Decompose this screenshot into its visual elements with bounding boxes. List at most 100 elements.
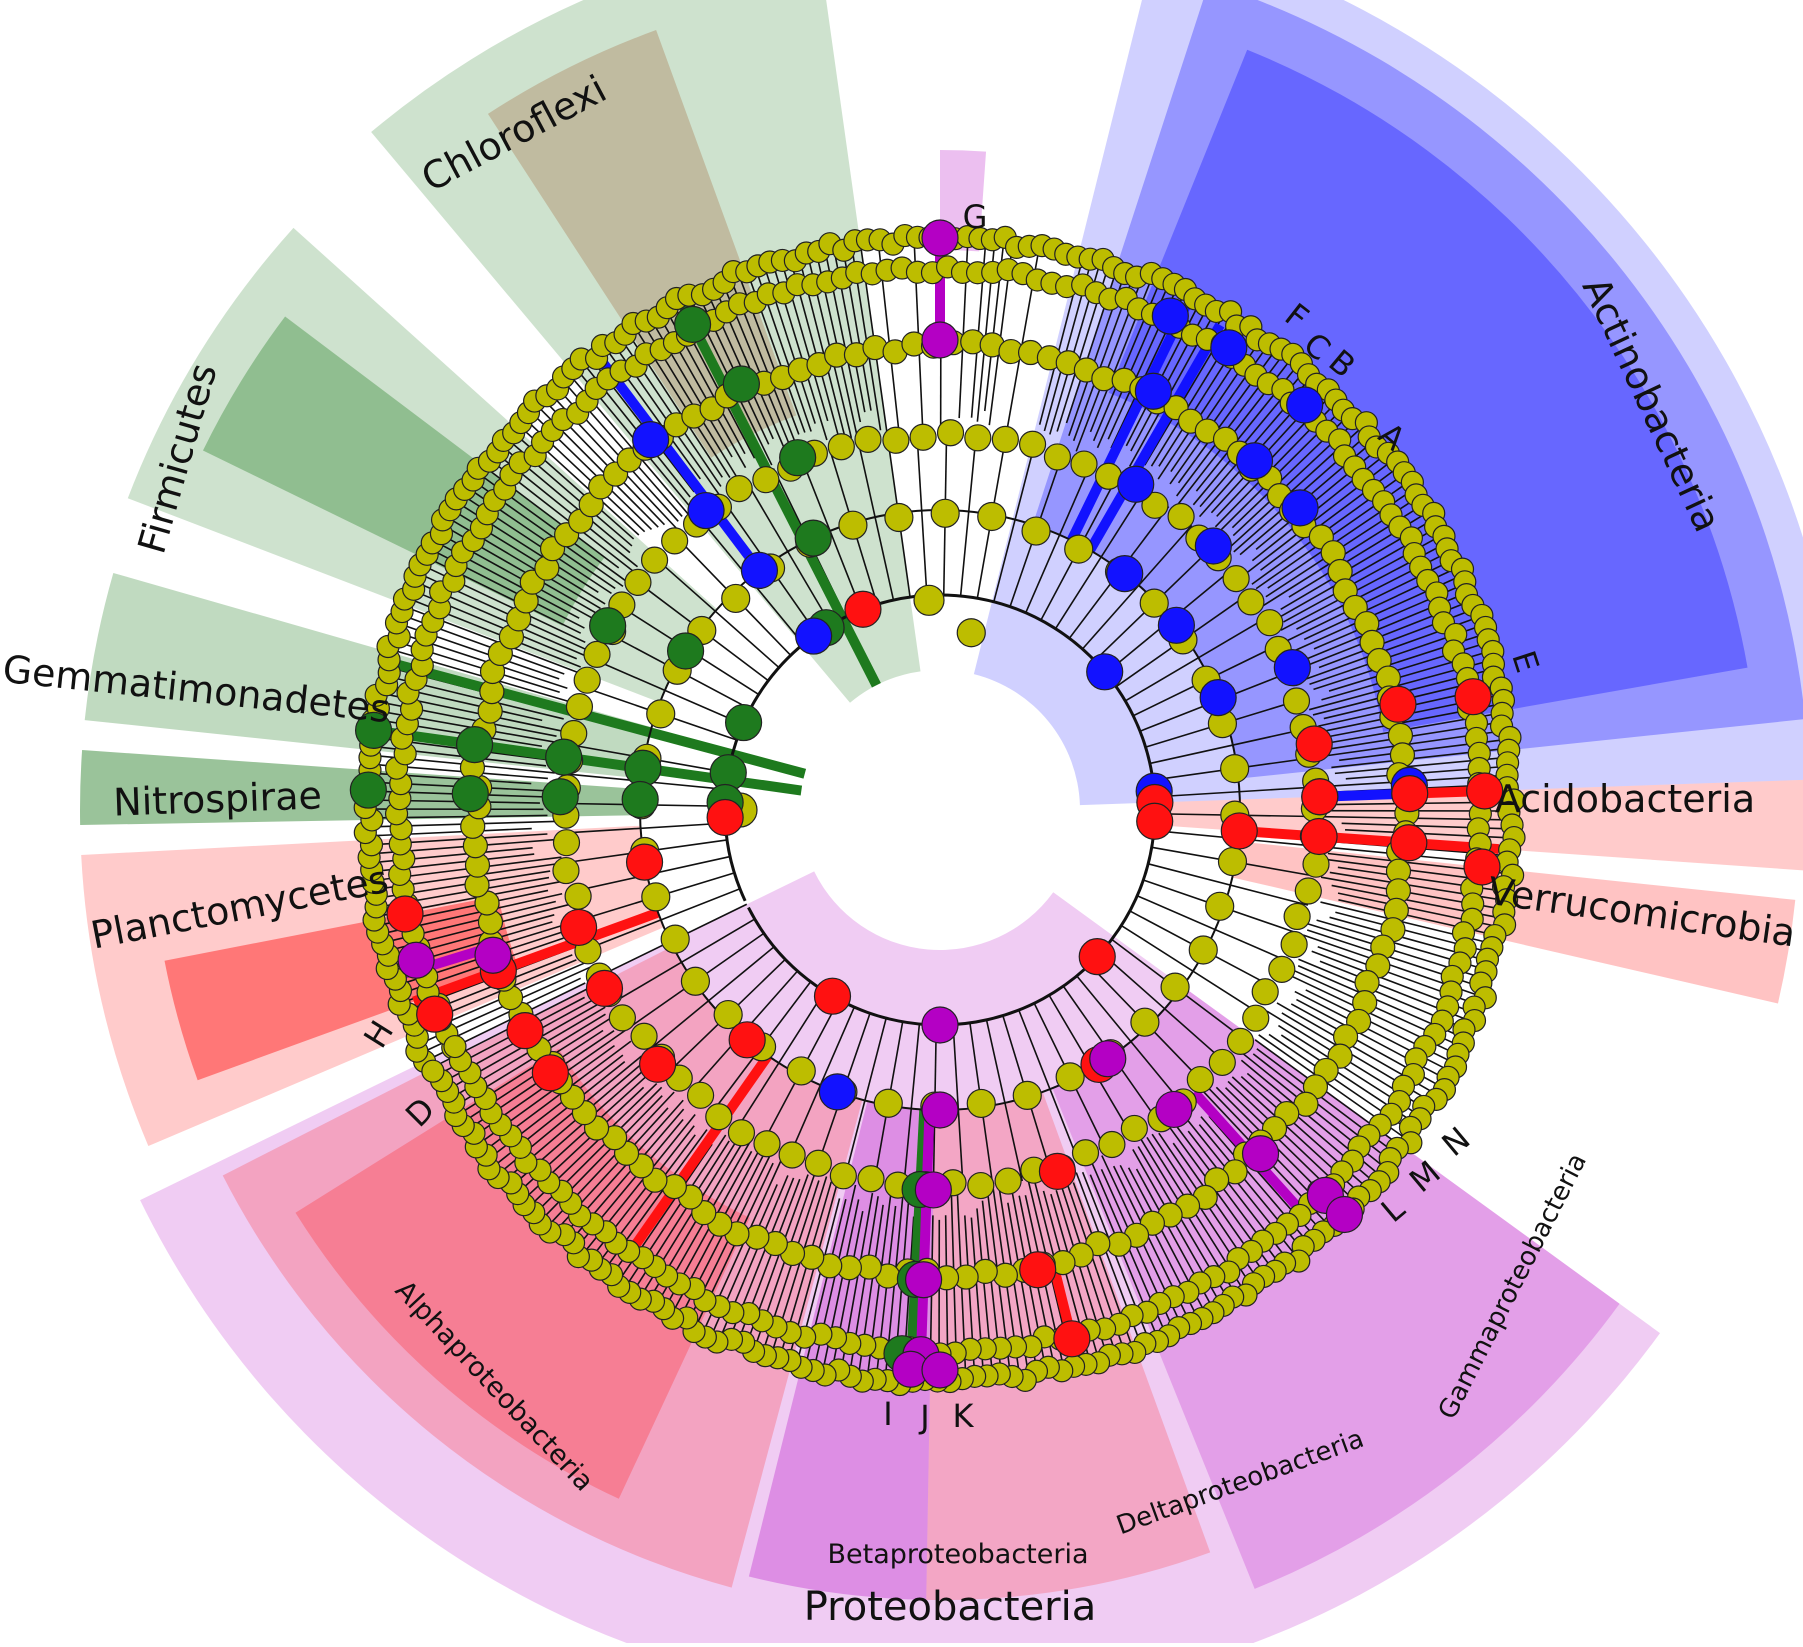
order-node	[910, 424, 936, 450]
order-node	[1099, 1131, 1125, 1157]
significant-node	[688, 493, 724, 529]
significant-node	[819, 1074, 855, 1110]
marker-label-g: G	[963, 198, 988, 236]
order-node	[1238, 589, 1264, 615]
class-node	[647, 700, 675, 728]
significant-node	[845, 591, 881, 627]
significant-node	[922, 1007, 958, 1043]
order-node	[965, 425, 991, 451]
significant-node	[906, 1262, 942, 1298]
significant-node	[350, 772, 386, 808]
significant-node	[726, 705, 762, 741]
order-node	[662, 528, 688, 554]
significant-node	[1302, 779, 1338, 815]
order-node	[706, 1104, 732, 1130]
class-node	[874, 1089, 902, 1117]
significant-node	[1090, 1041, 1126, 1077]
class-node	[1221, 755, 1249, 783]
significant-node	[1158, 607, 1194, 643]
significant-node	[1236, 443, 1272, 479]
order-node	[968, 1173, 994, 1199]
significant-node	[398, 942, 434, 978]
significant-node	[1039, 1153, 1075, 1189]
order-node	[995, 1168, 1021, 1194]
marker-label-i: I	[883, 1395, 892, 1433]
order-node	[1044, 444, 1070, 470]
significant-node	[1455, 679, 1491, 715]
class-node	[931, 499, 959, 527]
significant-node	[741, 552, 777, 588]
order-node	[1227, 1028, 1253, 1054]
order-node	[553, 858, 579, 884]
phylum-label-acidobacteria: Acidobacteria	[1495, 777, 1755, 821]
significant-node	[1301, 819, 1337, 855]
order-node	[1243, 1005, 1269, 1031]
order-node	[1303, 851, 1329, 877]
significant-node	[723, 366, 759, 402]
order-node	[1223, 566, 1249, 592]
order-node	[728, 1120, 754, 1146]
class-node	[885, 504, 913, 532]
significant-node	[457, 727, 493, 763]
significant-node	[1326, 1196, 1362, 1232]
branch-line	[561, 823, 726, 833]
family-node	[1107, 1232, 1131, 1256]
significant-node	[586, 970, 622, 1006]
class-node	[681, 967, 709, 995]
order-node	[779, 1142, 805, 1168]
order-node	[1252, 979, 1278, 1005]
order-node	[1121, 1115, 1147, 1141]
significant-node	[1200, 680, 1236, 716]
class-label-betaproteobacteria: Betaproteobacteria	[827, 1539, 1088, 1570]
order-node	[855, 426, 881, 452]
significant-node	[452, 776, 488, 812]
significant-node	[622, 782, 658, 818]
significant-node	[922, 1352, 958, 1388]
order-node	[566, 694, 592, 720]
significant-node	[729, 1022, 765, 1058]
order-node	[726, 476, 752, 502]
significant-node	[1087, 654, 1123, 690]
marker-label-n: N	[1435, 1119, 1478, 1163]
significant-node	[1243, 1136, 1279, 1172]
significant-node	[1152, 298, 1188, 334]
order-node	[858, 1166, 884, 1192]
order-node	[609, 1005, 635, 1031]
order-node	[1257, 610, 1283, 636]
order-node	[574, 667, 600, 693]
class-node	[978, 502, 1006, 530]
significant-node	[627, 844, 663, 880]
significant-node	[922, 322, 958, 358]
class-node	[1131, 1008, 1159, 1036]
class-node	[1189, 936, 1217, 964]
significant-node	[675, 306, 711, 342]
order-node	[1072, 1140, 1098, 1166]
marker-label-k: K	[953, 1397, 975, 1435]
significant-node	[668, 633, 704, 669]
order-node	[1187, 1067, 1213, 1093]
significant-node	[1211, 330, 1247, 366]
significant-node	[815, 978, 851, 1014]
phylum-label-proteobacteria: Proteobacteria	[804, 1584, 1096, 1630]
phylum-label-nitrospirae: Nitrospirae	[112, 773, 322, 824]
order-node	[1281, 932, 1307, 958]
class-node	[1013, 1081, 1041, 1109]
significant-node	[546, 739, 582, 775]
significant-node	[417, 996, 453, 1032]
significant-node	[1156, 1091, 1192, 1127]
class-node	[1022, 517, 1050, 545]
significant-node	[532, 1055, 568, 1091]
significant-node	[1221, 813, 1257, 849]
significant-node	[1118, 466, 1154, 502]
significant-node	[795, 520, 831, 556]
significant-node	[475, 937, 511, 973]
branch-line	[961, 432, 977, 596]
significant-node	[633, 422, 669, 458]
significant-node	[1282, 490, 1318, 526]
significant-node	[1079, 939, 1115, 975]
order-node	[688, 1082, 714, 1108]
order-node	[992, 426, 1018, 452]
order-node	[642, 547, 668, 573]
